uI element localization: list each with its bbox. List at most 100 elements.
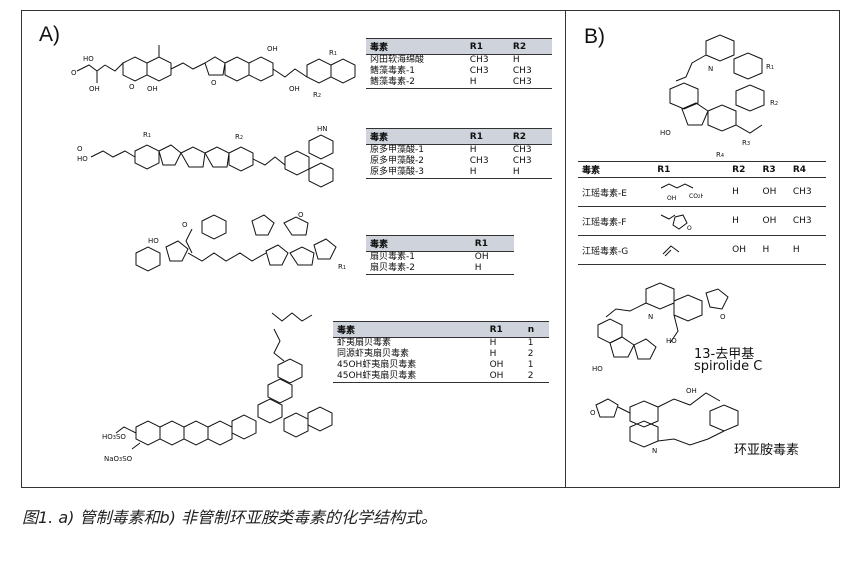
table-row: 扇贝毒素-1 OH <box>366 252 514 264</box>
cell: OH <box>758 177 789 207</box>
cell: 2 <box>527 349 534 359</box>
r1-substituent-f: O <box>653 206 729 236</box>
svg-text:R2: R2 <box>770 99 778 107</box>
cell: 45OH虾夷扇贝毒素 <box>337 360 417 370</box>
figure-caption: 图1. a) 管制毒素和b) 非管制环亚胺类毒素的化学结构式。 <box>22 508 437 527</box>
cell: 鳍藻毒素-2 <box>366 77 466 89</box>
svg-text:CO2H: CO2H <box>689 193 703 200</box>
svg-text:HO: HO <box>666 337 677 345</box>
cell: 45OH虾夷扇贝毒素 <box>333 371 486 383</box>
cell: H <box>470 263 514 275</box>
cell: 冈田软海绵酸 <box>370 55 425 65</box>
cell: H <box>758 235 789 265</box>
svg-text:OH: OH <box>147 85 158 93</box>
svg-text:HO: HO <box>148 237 159 245</box>
cell: H <box>465 167 509 179</box>
cell: 鳍藻毒素-1 <box>370 66 415 76</box>
table-row: 同源虾夷扇贝毒素 H 2 <box>333 349 549 360</box>
col-r3: R3 <box>758 161 789 178</box>
col-toxin: 毒素 <box>366 38 466 55</box>
col-n: n <box>523 321 549 338</box>
svg-text:OH: OH <box>267 45 278 53</box>
yessotoxin-structure: HO3SO NaO3SO <box>102 312 333 463</box>
col-toxin: 毒素 <box>366 235 471 252</box>
r1-substituent-g <box>653 235 729 265</box>
svg-text:O: O <box>720 313 726 321</box>
cell: CH3 <box>469 66 489 76</box>
cell: H <box>465 77 509 89</box>
cell: 同源虾夷扇贝毒素 <box>337 349 410 359</box>
col-r1: R1 <box>465 38 509 55</box>
col-r2: R2 <box>508 128 552 145</box>
svg-text:N: N <box>708 65 713 73</box>
cell: 虾夷扇贝毒素 <box>337 338 392 348</box>
spirolide-structure: N O HO HO <box>592 282 729 373</box>
svg-text:OH: OH <box>686 387 697 395</box>
cell: H <box>788 235 826 265</box>
col-r1: R1 <box>485 321 524 338</box>
svg-text:R3: R3 <box>742 139 750 147</box>
svg-text:R1: R1 <box>766 63 774 71</box>
cell: CH3 <box>512 66 532 76</box>
cell: CH3 <box>512 156 532 166</box>
svg-text:R2: R2 <box>235 133 243 141</box>
col-toxin: 毒素 <box>366 128 466 145</box>
panel-b: B) N R1 HO R2 R3 R4 毒素 R1 R2 R3 R4 江瑶毒素-… <box>565 10 840 488</box>
cell: 江瑶毒素-F <box>578 206 654 236</box>
table-row: 原多甲藻酸-2 CH3 CH3 <box>366 156 552 167</box>
cell: H <box>489 349 497 359</box>
substituent-structure <box>662 244 680 256</box>
svg-text:O: O <box>298 211 304 219</box>
svg-text:O: O <box>590 409 596 417</box>
cell: 1 <box>527 360 534 370</box>
cell: 2 <box>523 371 549 383</box>
col-toxin: 毒素 <box>333 321 486 338</box>
svg-text:R2: R2 <box>313 91 321 99</box>
cell: CH3 <box>788 206 826 236</box>
col-r1: R1 <box>653 161 729 178</box>
substituent-structure: O <box>661 213 692 232</box>
gymnodimine-caption: 环亚胺毒素 <box>734 443 800 458</box>
pinnatoxin-structure: N R1 HO R2 R3 R4 <box>660 34 778 159</box>
cell: OH <box>485 371 524 383</box>
cell: 原多甲藻酸-1 <box>370 145 424 155</box>
cell: 扇贝毒素-1 <box>370 252 415 262</box>
cell: OH <box>489 360 504 370</box>
cell: CH3 <box>512 145 532 155</box>
svg-text:N: N <box>648 313 653 321</box>
spirolide-caption-line2: spirolide C <box>694 359 763 374</box>
cell: 江瑶毒素-E <box>578 177 654 207</box>
svg-text:R1: R1 <box>338 263 346 271</box>
cell: OH <box>474 252 489 262</box>
col-toxin: 毒素 <box>578 161 654 178</box>
cell: H <box>489 338 497 348</box>
svg-text:R1: R1 <box>143 131 151 139</box>
svg-text:O: O <box>71 69 77 77</box>
svg-text:HO: HO <box>592 365 603 373</box>
svg-text:R4: R4 <box>716 151 724 159</box>
cell: 原多甲藻酸-2 <box>370 156 424 166</box>
col-r1: R1 <box>470 235 514 252</box>
cell: CH3 <box>469 156 489 166</box>
cell: 江瑶毒素-G <box>578 235 654 265</box>
svg-text:HO: HO <box>83 55 94 63</box>
panel-a-label: A) <box>39 23 60 46</box>
cell: OH <box>758 206 789 236</box>
pectenotoxin-structure: O O HO R1 <box>135 211 346 272</box>
svg-text:O: O <box>211 79 217 87</box>
col-r2: R2 <box>508 38 552 55</box>
spirolide-caption-line1: 13-去甲基 <box>694 347 755 362</box>
